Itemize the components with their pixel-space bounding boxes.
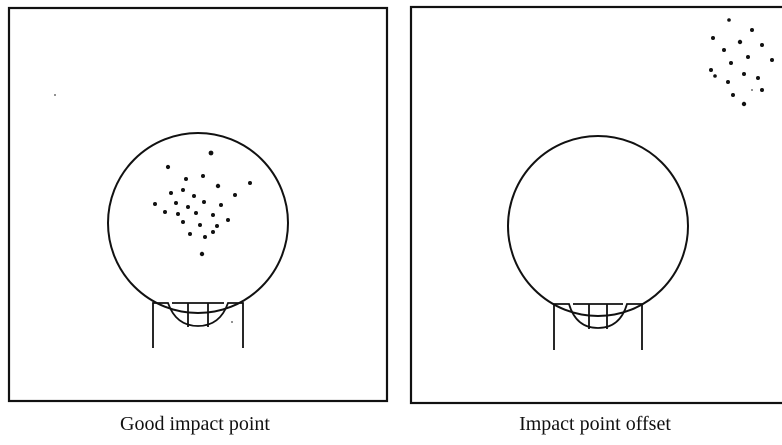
impact-mark — [726, 80, 730, 84]
impact-mark — [165, 164, 171, 170]
impact-mark — [727, 18, 731, 22]
impact-mark — [709, 68, 713, 72]
caption-impact-offset: Impact point offset — [519, 413, 671, 435]
impact-mark — [199, 251, 205, 257]
impact-mark — [211, 230, 215, 234]
impact-mark — [194, 211, 198, 215]
speck — [54, 94, 56, 96]
speck — [231, 321, 233, 323]
impact-mark — [731, 93, 735, 97]
impact-mark — [756, 76, 760, 80]
impact-marks-cluster — [153, 150, 252, 257]
impact-mark — [770, 58, 774, 62]
panel-good-impact — [7, 6, 389, 403]
impact-mark — [202, 200, 206, 204]
impact-mark — [746, 55, 750, 59]
impact-mark — [186, 205, 190, 209]
impact-mark — [233, 193, 237, 197]
impact-mark — [169, 191, 173, 195]
impact-mark — [729, 61, 733, 65]
impact-mark — [226, 218, 230, 222]
impact-mark — [153, 202, 157, 206]
caption-good-impact: Good impact point — [120, 413, 270, 435]
golf-ball — [107, 132, 289, 314]
impact-mark — [201, 174, 205, 178]
golf-tee — [553, 303, 643, 350]
impact-mark — [750, 28, 754, 32]
impact-mark — [188, 232, 192, 236]
impact-mark — [219, 203, 223, 207]
panel-frame — [7, 6, 389, 403]
impact-mark — [215, 224, 219, 228]
impact-mark — [713, 74, 717, 78]
impact-mark — [211, 213, 215, 217]
impact-mark — [737, 39, 743, 45]
impact-mark — [184, 177, 188, 181]
impact-mark — [722, 48, 726, 52]
impact-mark — [198, 223, 202, 227]
impact-mark — [215, 183, 221, 189]
impact-mark — [174, 201, 178, 205]
impact-marks-cluster — [709, 18, 774, 107]
impact-mark — [163, 210, 167, 214]
speck — [751, 89, 753, 91]
golf-ball — [507, 135, 689, 317]
impact-mark — [208, 150, 214, 156]
impact-mark — [248, 181, 252, 185]
impact-mark — [192, 194, 196, 198]
panel-impact-offset — [409, 5, 782, 405]
impact-mark — [176, 212, 180, 216]
golf-tee — [152, 302, 244, 348]
panel-frame — [409, 5, 782, 405]
impact-mark — [741, 101, 747, 107]
impact-mark — [711, 36, 715, 40]
impact-mark — [181, 220, 185, 224]
impact-mark — [760, 88, 764, 92]
impact-mark — [203, 235, 207, 239]
impact-mark — [742, 72, 746, 76]
impact-mark — [760, 43, 764, 47]
impact-mark — [181, 188, 185, 192]
